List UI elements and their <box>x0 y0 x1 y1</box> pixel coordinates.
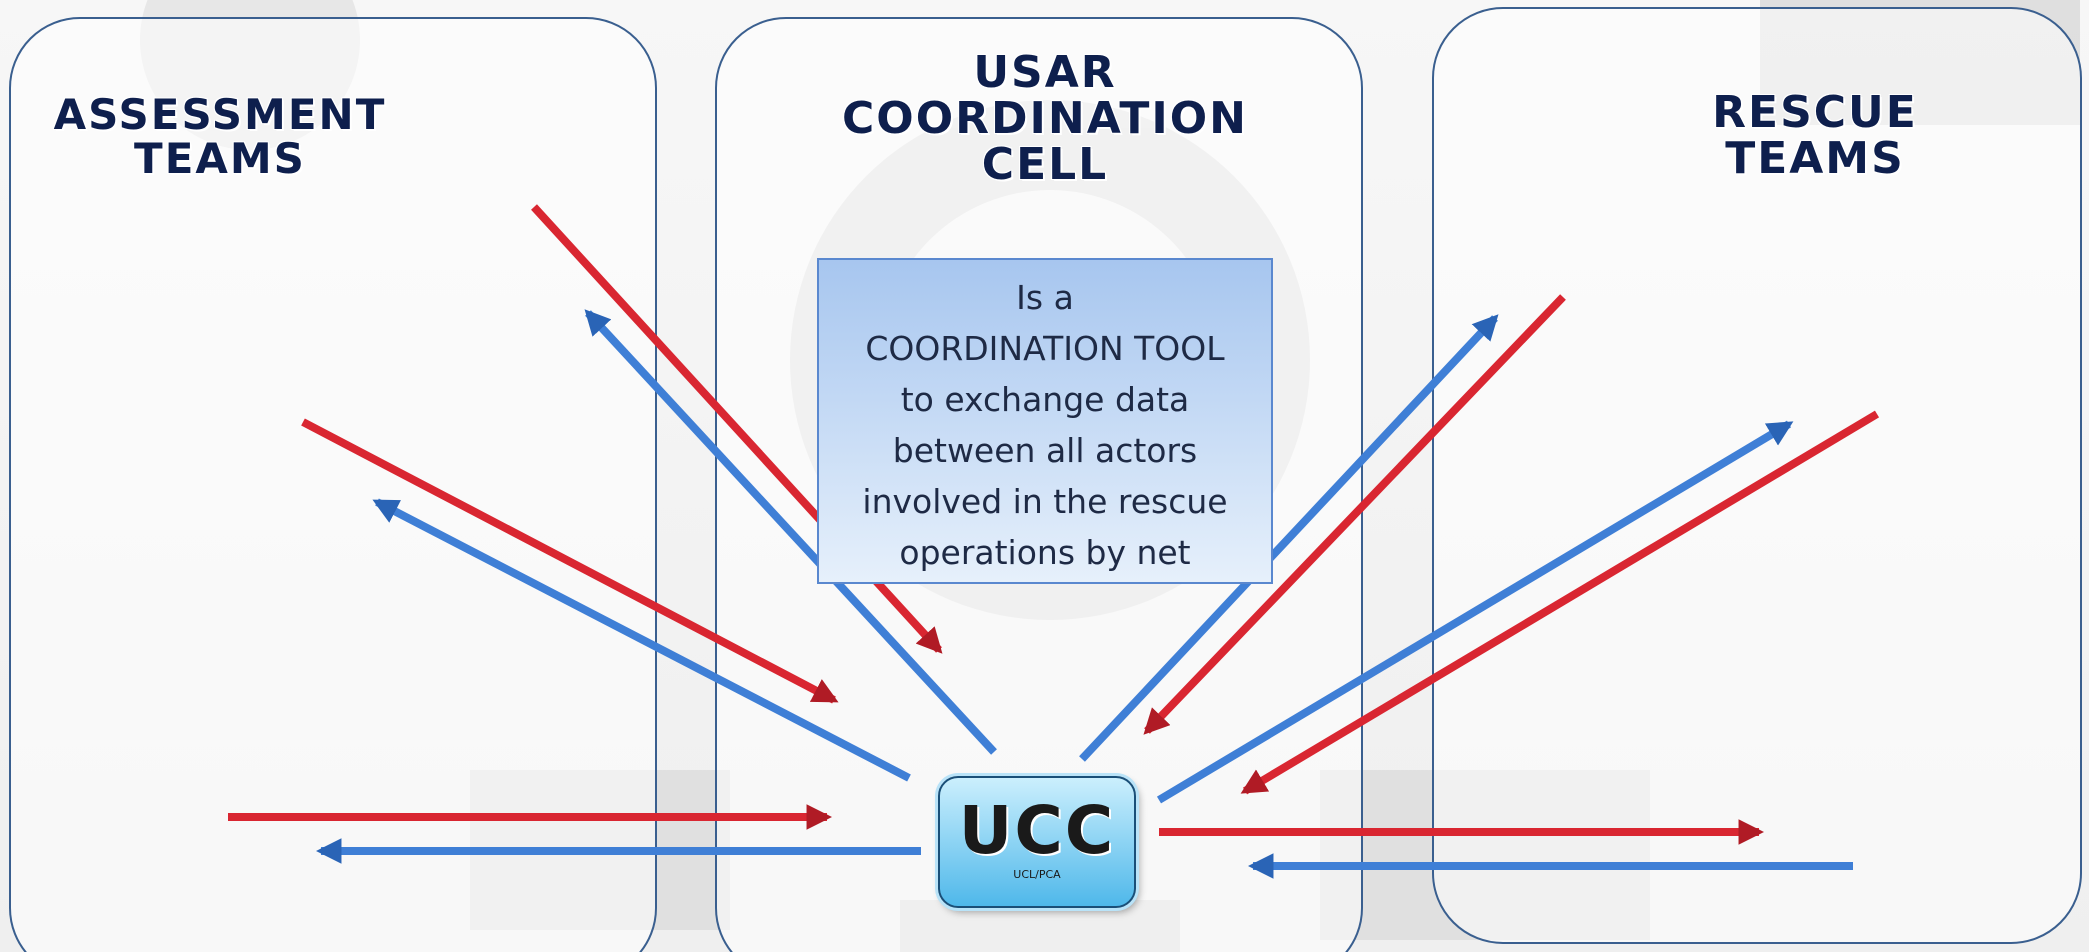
arrow-tasking-to-rescue-team-2 <box>1156 420 1794 804</box>
arrow-report-from-assessment-team-2 <box>301 418 839 704</box>
arrow-report-from-rescue-team-2 <box>1240 410 1880 795</box>
arrow-report-from-rescue-team-1 <box>1143 294 1566 735</box>
rescue-teams-panel <box>1432 7 2082 944</box>
arrow-tasking-to-assessment-team-1 <box>584 309 997 755</box>
ucc-sublabel: UCL/PCA <box>1013 868 1061 881</box>
arrows-assessment <box>228 204 997 864</box>
arrows-rescue <box>1079 294 1880 879</box>
arrow-tasking-to-rescue-team-1 <box>1079 314 1499 762</box>
description-line: between all actors <box>892 431 1198 470</box>
assessment-teams-title: ASSESSMENT TEAMS <box>53 90 387 184</box>
arrow-tasking-to-assessment-team-2 <box>372 498 911 782</box>
description-line: operations by net <box>899 533 1191 572</box>
description-line: COORDINATION TOOL <box>865 329 1225 368</box>
rescue-teams-title: RESCUE TEAMS <box>1712 87 1918 185</box>
assessment-teams-panel <box>9 17 657 952</box>
description-line: Is a <box>1016 278 1074 317</box>
ucc-label: UCC <box>958 792 1116 869</box>
description-line: involved in the rescue <box>862 482 1228 521</box>
coordination-tool-description: Is a COORDINATION TOOL to exchange data … <box>817 258 1273 584</box>
description-line: to exchange data <box>900 380 1190 419</box>
ucc-hub: UCC UCL/PCA <box>938 776 1136 908</box>
usar-coordination-cell-title: USAR COORDINATION CELL <box>842 47 1248 191</box>
